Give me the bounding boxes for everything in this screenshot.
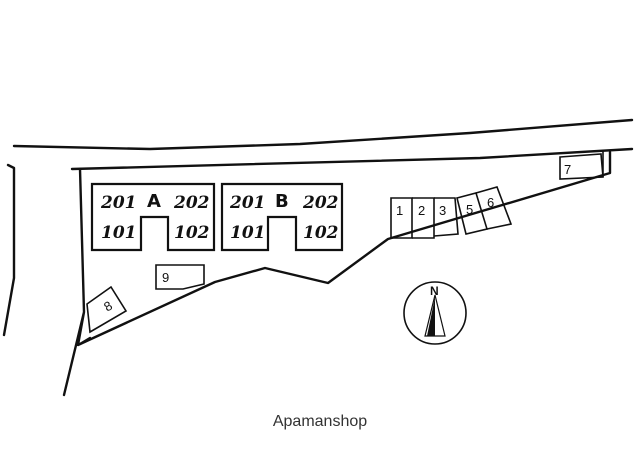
road-right-edge — [70, 147, 634, 171]
building-a-unit-202: 202 — [173, 193, 210, 213]
compass-ring — [403, 281, 467, 345]
parking-label-9: 9 — [162, 270, 169, 285]
parking-label-6: 6 — [487, 195, 494, 210]
compass-needle-shade — [427, 297, 435, 336]
parking-label-7: 7 — [564, 162, 571, 177]
site-inner-line — [78, 336, 92, 346]
building-b-unit-101: 101 — [230, 223, 266, 243]
parking-label-5: 5 — [466, 202, 473, 217]
parking-slot-3 — [433, 197, 459, 237]
parking-label-2: 2 — [418, 203, 425, 218]
building-a-unit-201: 201 — [100, 193, 137, 213]
building-a-unit-102: 102 — [174, 223, 210, 243]
building-b-unit-202: 202 — [302, 193, 339, 213]
building-b-unit-102: 102 — [303, 223, 339, 243]
building-b-letter: B — [275, 191, 289, 212]
parking-slot-8 — [86, 285, 128, 334]
left-road-edge — [2, 163, 16, 337]
building-a-unit-101: 101 — [101, 223, 137, 243]
building-b-unit-201: 201 — [229, 193, 266, 213]
site-boundary — [62, 150, 612, 397]
compass-north-label: N — [430, 284, 439, 298]
parking-label-3: 3 — [439, 203, 446, 218]
parking-slot-2 — [412, 197, 435, 239]
building-b-outline — [220, 182, 344, 252]
parking-slot-9 — [155, 264, 205, 290]
parking-label-1: 1 — [396, 203, 403, 218]
parking-label-8: 8 — [101, 298, 115, 315]
credit-text: Apamanshop — [272, 413, 368, 430]
building-a-letter: A — [147, 191, 161, 212]
road-top-edge — [12, 118, 634, 151]
parking-slot-6 — [475, 186, 513, 230]
building-a-outline — [90, 182, 216, 252]
